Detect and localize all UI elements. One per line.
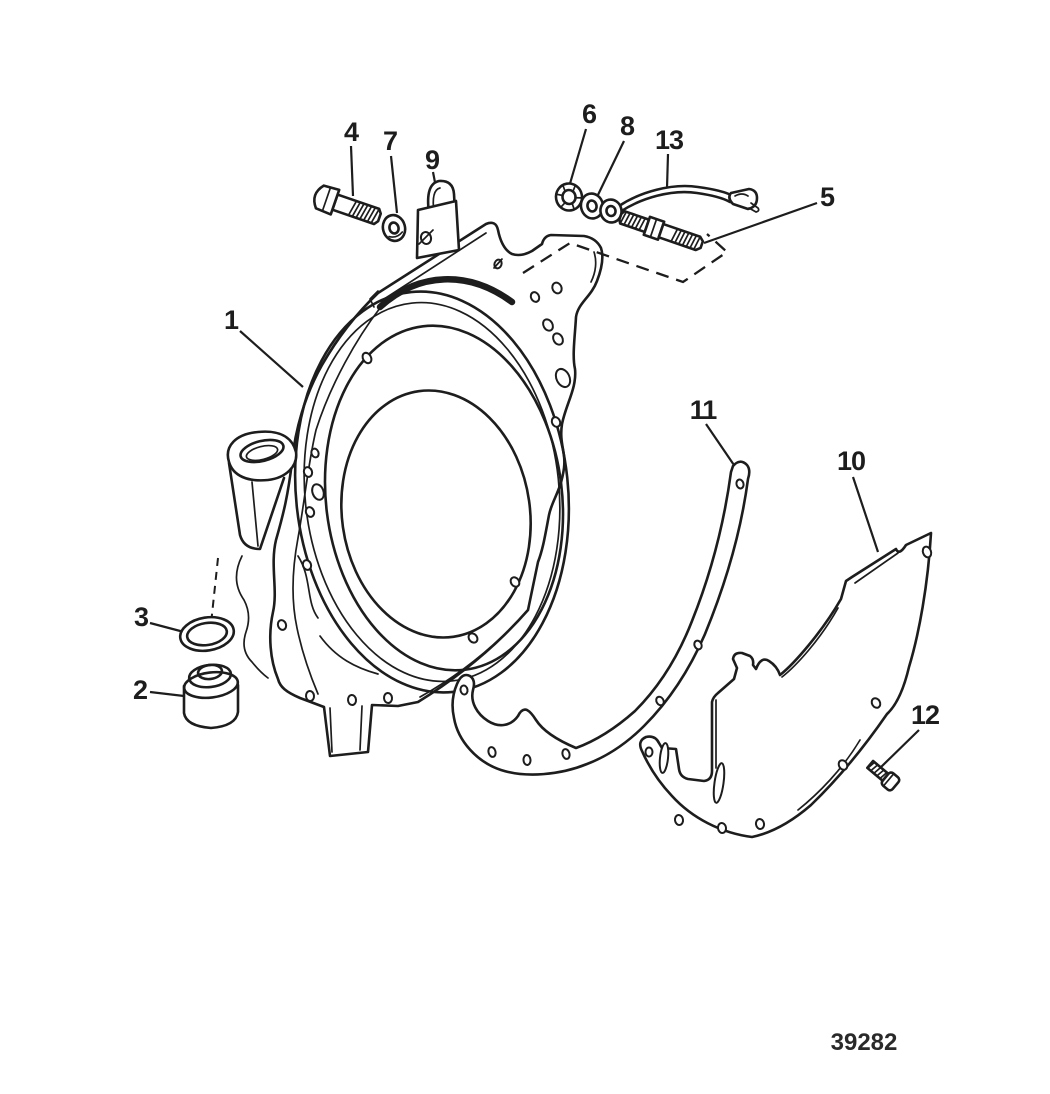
callout-9: 9: [425, 145, 440, 175]
leader-7: [389, 155, 399, 214]
callout-4: 4: [344, 117, 359, 147]
leader-1: [239, 330, 304, 388]
leader-13: [665, 153, 670, 189]
callout-6: 6: [582, 99, 597, 129]
leader-3: [149, 621, 185, 634]
callout-3: 3: [134, 602, 149, 632]
callout-5: 5: [820, 182, 835, 212]
callout-2: 2: [133, 675, 147, 705]
locknut: [554, 182, 584, 212]
ground-strap: [599, 184, 760, 224]
callout-10: 10: [837, 446, 865, 476]
leader-8: [595, 140, 625, 200]
drawing-number: 39282: [831, 1029, 898, 1056]
coupler-bushing: [182, 663, 240, 730]
callout-13: 13: [655, 125, 684, 155]
leader-12: [879, 729, 920, 769]
leader-6: [567, 128, 588, 188]
leader-10: [851, 476, 880, 553]
leader-5: [703, 201, 818, 245]
callout-8: 8: [620, 111, 635, 141]
washer-front: [381, 213, 407, 243]
callout-12: 12: [911, 700, 939, 730]
end-plate: [638, 531, 933, 839]
callout-7: 7: [383, 126, 397, 156]
alignment-centerline: [207, 557, 219, 653]
gasket: [451, 460, 751, 776]
o-ring-seal: [178, 615, 236, 653]
mounting-plane-dashed-outline: [522, 233, 729, 284]
callout-11: 11: [690, 395, 718, 425]
callout-1: 1: [224, 305, 239, 335]
leader-4: [349, 145, 355, 197]
hex-bolt: [313, 184, 383, 226]
bracket-clip: [415, 179, 461, 260]
screw: [866, 759, 901, 792]
stud: [618, 209, 705, 252]
leader-2: [149, 690, 185, 698]
callout-labels: 1 2 3 4 5 6 7 8 9 10 11 12 13: [133, 99, 940, 730]
flywheel-housing: [226, 221, 604, 758]
leader-11: [705, 423, 737, 469]
housing-bolt-holes: [276, 258, 572, 706]
leader-lines: [149, 128, 920, 769]
